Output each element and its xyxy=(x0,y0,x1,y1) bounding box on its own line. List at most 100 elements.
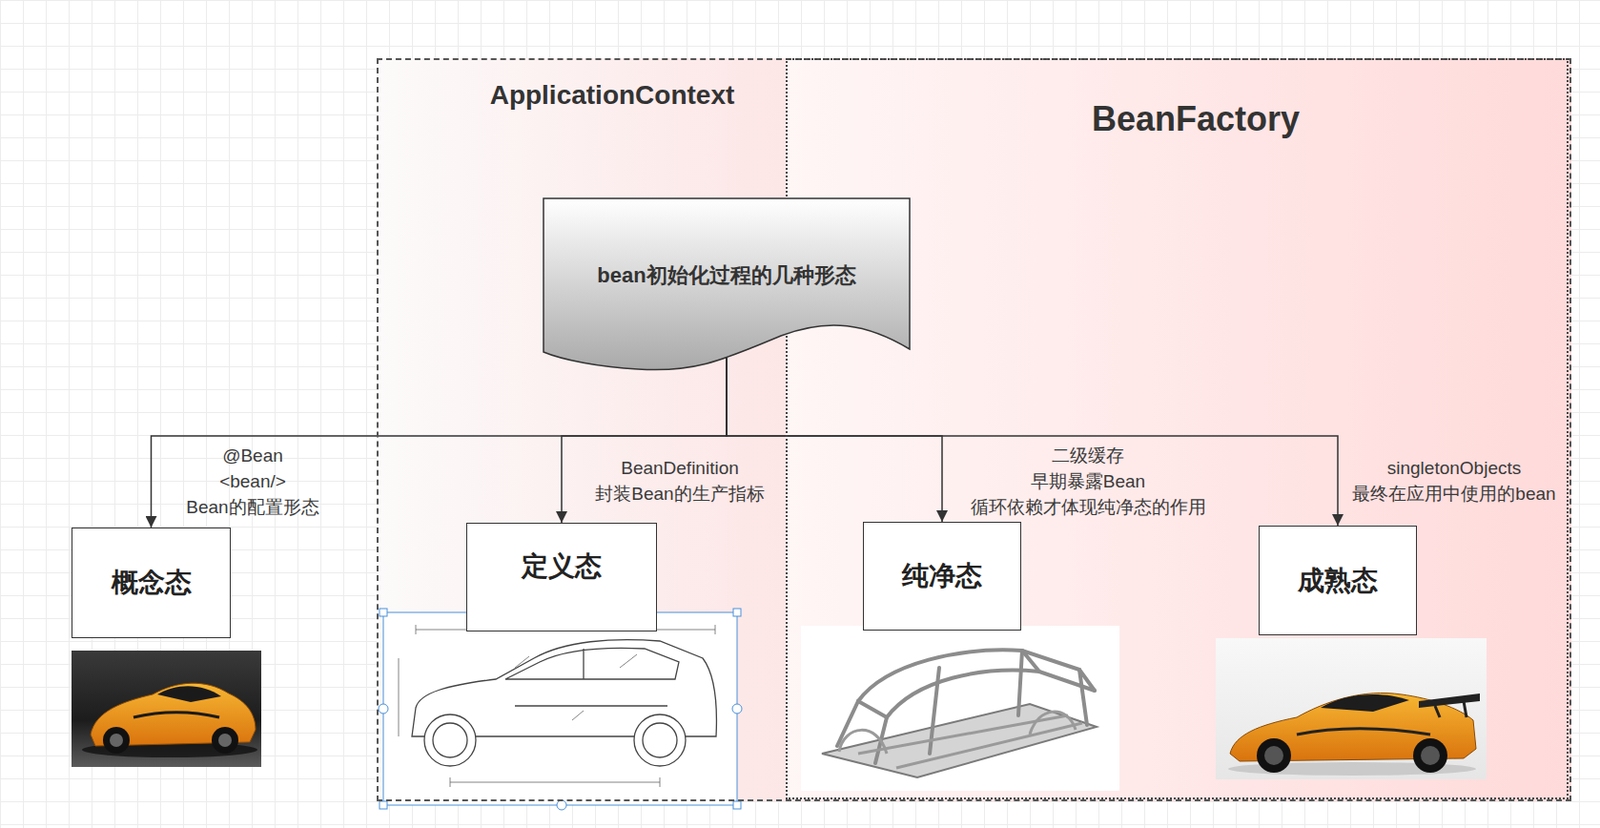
annotation-label: 封装Bean的生产指标 xyxy=(594,483,764,504)
label-holder: 二级缓存 xyxy=(1051,443,1125,469)
blueprint-picture-part-part xyxy=(432,722,468,758)
blueprint-picture-part xyxy=(378,608,742,810)
annotation-label: singletonObjects xyxy=(1387,457,1521,478)
chassis-picture-part-part xyxy=(896,722,1083,768)
chassis-picture-part xyxy=(837,649,1095,763)
chassis-picture-part-part xyxy=(1018,650,1023,716)
state-name: 定义态 xyxy=(521,548,602,585)
annotation-label: 早期暴露Bean xyxy=(1030,471,1146,492)
region-title: BeanFactory xyxy=(1091,99,1300,139)
chassis-picture-part-part xyxy=(929,667,940,754)
chassis-picture-part-part xyxy=(1079,669,1088,725)
label-holder: 最终在应用中使用的bean xyxy=(1352,481,1556,507)
mature-car-picture-part xyxy=(1418,693,1480,708)
blueprint-picture-part-part xyxy=(642,722,677,758)
label-holder: 早期暴露Bean xyxy=(1030,469,1146,494)
blueprint-picture-part-part xyxy=(398,657,400,737)
title-holder: BeanFactory xyxy=(1091,99,1300,140)
blueprint-picture-part xyxy=(383,612,738,805)
blueprint-picture-part-part xyxy=(715,624,717,635)
mature-car-picture-part xyxy=(1435,705,1440,718)
label-holder: singletonObjects xyxy=(1387,457,1521,479)
annotation-label: BeanDefinition xyxy=(620,457,739,478)
state-name: 概念态 xyxy=(111,564,192,601)
state-box: 成熟态 xyxy=(1258,525,1417,636)
state-box: 概念态 xyxy=(71,527,231,638)
text-holder: bean初始化过程的几种形态 xyxy=(542,256,911,295)
mature-car-picture-part xyxy=(1463,700,1467,718)
chassis-picture xyxy=(800,625,1120,791)
chassis-picture-part-part xyxy=(839,729,887,754)
annotation-label: <bean/> xyxy=(219,471,287,492)
blueprint-picture-part-part xyxy=(378,703,389,714)
mature-car-picture-part xyxy=(1296,728,1431,735)
blueprint-picture-part-part xyxy=(415,629,716,631)
document-shape: bean初始化过程的几种形态 xyxy=(542,197,911,370)
blueprint-picture-part-part xyxy=(572,710,584,720)
chassis-picture-part-part xyxy=(1079,669,1095,691)
blueprint-picture xyxy=(378,608,742,810)
tree-connector xyxy=(151,340,728,528)
blueprint-picture-part-part xyxy=(582,648,584,679)
blueprint-picture-part-part xyxy=(733,800,741,809)
chassis-picture-part-part xyxy=(858,715,1068,754)
chassis-picture-part-part xyxy=(886,670,1095,718)
blueprint-picture-part-part xyxy=(379,800,388,809)
concept-car-picture-part xyxy=(102,726,130,754)
title-holder: ApplicationContext xyxy=(490,80,736,111)
blueprint-picture-part-part xyxy=(450,781,660,783)
mature-car-picture xyxy=(1215,637,1487,780)
blueprint-picture-part xyxy=(398,624,716,787)
concept-car-picture-part xyxy=(82,741,258,758)
state-box: 纯净态 xyxy=(862,521,1022,631)
annotation-label: @Bean xyxy=(222,445,284,466)
chassis-picture-part-part xyxy=(1022,650,1040,672)
blueprint-picture-part xyxy=(411,639,717,766)
tree-connector xyxy=(561,340,727,523)
tree-connector xyxy=(726,340,1338,526)
chassis-picture-part-part xyxy=(1029,711,1076,735)
tree-connector xyxy=(726,340,943,522)
annotation-label: Bean的配置形态 xyxy=(185,496,319,517)
blueprint-picture-part-part xyxy=(379,608,388,616)
chassis-picture-part xyxy=(800,625,1120,791)
factory-region: BeanFactory 纯净态 成熟态 xyxy=(785,58,1569,800)
label-holder: 循环依赖才体现纯净态的作用 xyxy=(970,494,1207,520)
annotation-label: 循环依赖才体现纯净态的作用 xyxy=(970,496,1207,517)
blueprint-picture-part-part xyxy=(424,714,476,766)
blueprint-picture-part-part xyxy=(556,800,567,810)
concept-car-picture-part xyxy=(211,726,239,754)
blueprint-picture-part-part xyxy=(659,777,661,787)
concept-car-picture-part xyxy=(133,712,220,718)
concept-car-picture-part xyxy=(157,685,222,702)
blueprint-picture-part-part xyxy=(619,654,637,668)
mature-car-picture-part xyxy=(1320,694,1410,712)
blueprint-picture-part-part xyxy=(634,714,686,766)
mature-car-picture-part xyxy=(1256,738,1292,773)
region-fill-part xyxy=(376,58,1572,801)
chassis-picture-part xyxy=(821,703,1097,778)
mature-car-picture-part xyxy=(1230,693,1477,761)
label-holder: Bean的配置形态 xyxy=(185,494,319,520)
blueprint-picture-part-part xyxy=(383,612,738,805)
concept-car-picture xyxy=(71,650,262,767)
state-name: 成熟态 xyxy=(1297,562,1378,599)
label-holder: @Bean xyxy=(222,445,284,467)
annotation-label: 最终在应用中使用的bean xyxy=(1352,483,1556,504)
blueprint-picture-part-part xyxy=(450,777,452,787)
state-box: 定义态 xyxy=(466,522,657,632)
label-holder: <bean/> xyxy=(219,471,287,493)
blueprint-picture-part xyxy=(383,612,738,805)
chassis-picture-part-part xyxy=(875,717,887,763)
blueprint-picture-part-part xyxy=(415,624,417,635)
concept-car-picture-part xyxy=(71,650,262,767)
region-fill-part xyxy=(785,58,1569,800)
annotation-label: 二级缓存 xyxy=(1051,445,1125,466)
context-region: ApplicationContextBeanFactory 纯净态 成熟态 bean初… xyxy=(376,58,1572,801)
region-title: ApplicationContext xyxy=(490,80,736,110)
chassis-picture-part xyxy=(839,711,1083,768)
